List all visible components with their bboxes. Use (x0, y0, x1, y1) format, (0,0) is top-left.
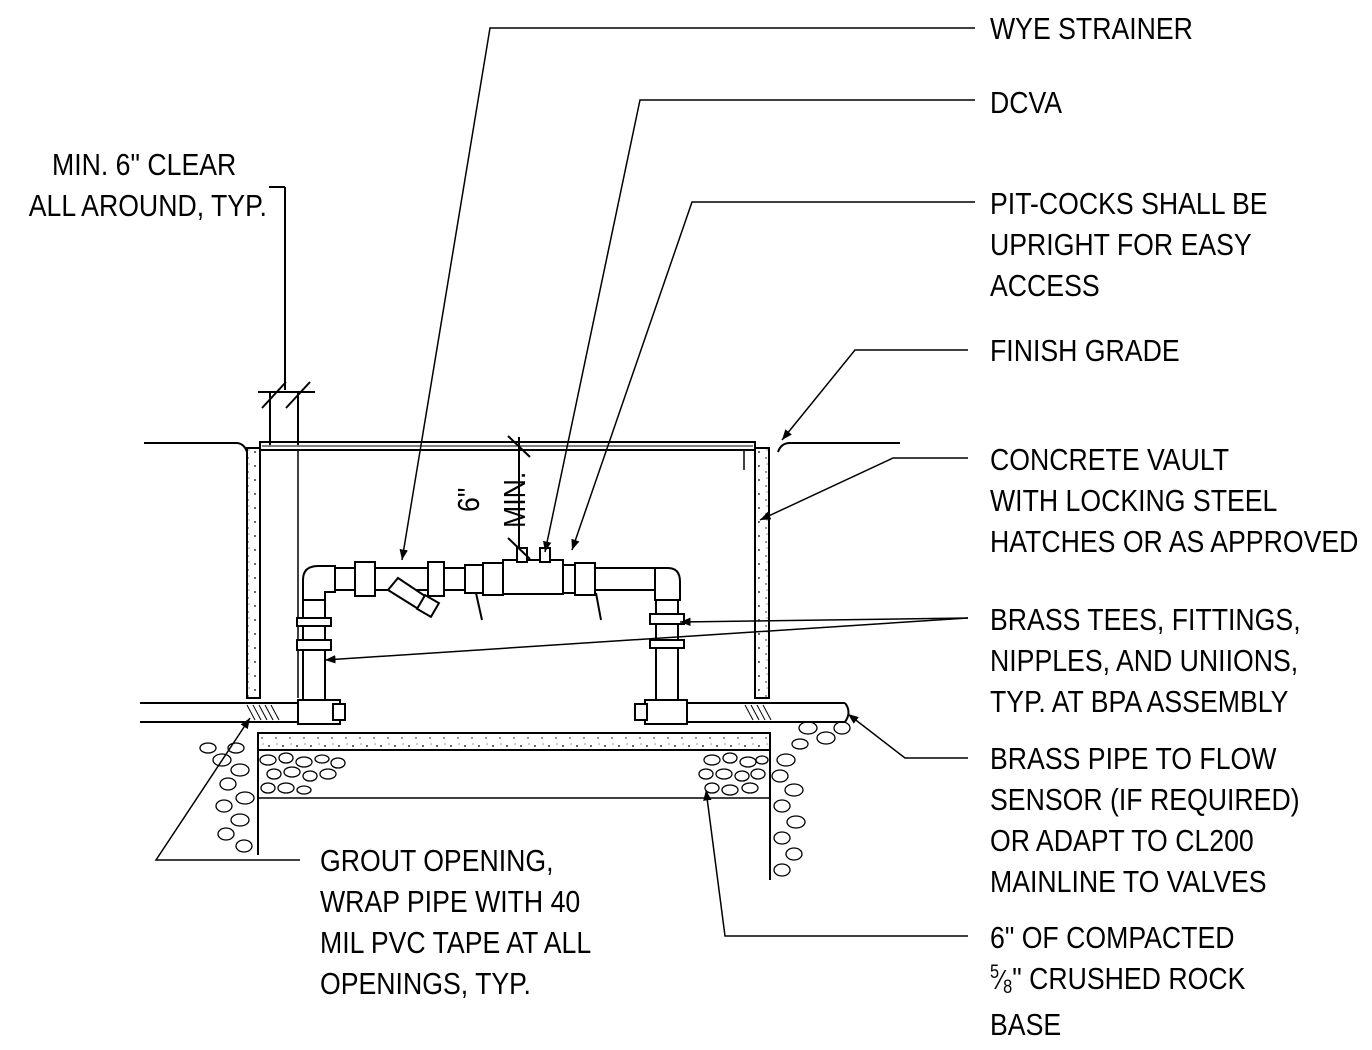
vault-floor (257, 732, 771, 880)
label-compacted-rock: 6" OF COMPACTED 5⁄8" CRUSHED ROCK BASE (990, 920, 1246, 1042)
leader-lines (154, 27, 975, 937)
leader-grout-opening (154, 717, 300, 861)
backflow-assembly (296, 547, 688, 725)
label-six-inch: 6" (451, 487, 486, 512)
min-dimension-marks (507, 435, 531, 560)
vault-walls (246, 441, 770, 699)
clear-dimension-marks (258, 186, 315, 445)
label-min-clear: MIN. 6" CLEAR ALL AROUND, TYP. (28, 147, 267, 223)
leader-brass-tees-1 (324, 617, 969, 664)
leader-brass-pipe (847, 713, 968, 759)
label-brass-pipe: BRASS PIPE TO FLOW SENSOR (IF REQUIRED) … (990, 741, 1300, 899)
leader-concrete-vault (759, 457, 968, 521)
crushed-rock (199, 721, 851, 877)
leader-pit-cocks (571, 201, 975, 551)
leader-finish-grade (781, 349, 968, 441)
label-grout-opening: GROUT OPENING, WRAP PIPE WITH 40 MIL PVC… (320, 843, 592, 1001)
label-dcva: DCVA (990, 85, 1063, 120)
mainline-pipes (140, 702, 850, 723)
leader-wye-strainer (399, 27, 975, 561)
label-brass-tees: BRASS TEES, FITTINGS, NIPPLES, AND UNIIO… (990, 602, 1301, 719)
label-wye-strainer: WYE STRAINER (990, 11, 1193, 46)
leader-compacted-rock (703, 789, 968, 937)
label-finish-grade: FINISH GRADE (990, 333, 1180, 368)
leader-brass-tees-2 (679, 617, 969, 627)
label-concrete-vault: CONCRETE VAULT WITH LOCKING STEEL HATCHE… (990, 442, 1359, 559)
leader-dcva (543, 99, 975, 553)
label-pit-cocks: PIT-COCKS SHALL BE UPRIGHT FOR EASY ACCE… (990, 186, 1268, 303)
label-min-dim: MIN. (497, 471, 532, 528)
